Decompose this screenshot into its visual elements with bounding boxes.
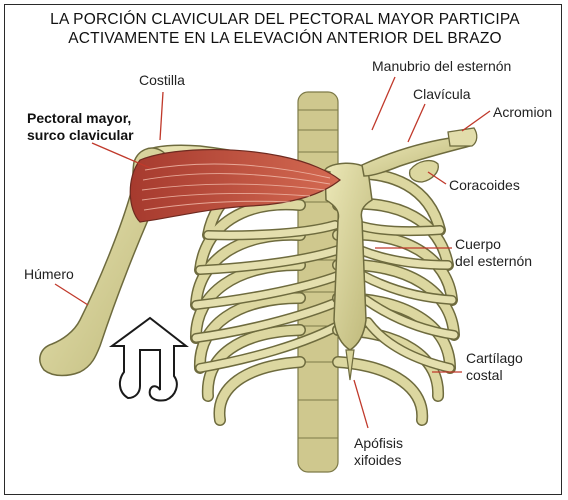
leader-humero xyxy=(55,284,88,305)
rotation-arrow-icon xyxy=(112,318,186,401)
label-acromion: Acromion xyxy=(493,104,552,120)
label-pectoral-line-1: Pectoral mayor, xyxy=(27,110,131,126)
label-costilla: Costilla xyxy=(139,72,185,88)
leader-costilla xyxy=(160,92,163,140)
label-cartilago-line-2: costal xyxy=(466,367,503,383)
label-cuerpo-line-2: del esternón xyxy=(455,253,532,269)
label-pectoral-line-2: surco clavicular xyxy=(27,127,134,143)
label-coracoides: Coracoides xyxy=(449,177,520,193)
label-apofisis-line-2: xifoides xyxy=(354,452,401,468)
label-humero: Húmero xyxy=(24,266,74,282)
coracoid xyxy=(410,161,439,182)
label-clavicula: Clavícula xyxy=(413,86,471,102)
leader-acromion xyxy=(462,111,490,131)
leader-manubrio xyxy=(372,77,395,130)
label-cuerpo-line-1: Cuerpo xyxy=(455,236,501,252)
label-cartilago-line-1: Cartílago xyxy=(466,350,523,366)
label-manubrio: Manubrio del esternón xyxy=(372,58,511,74)
label-apofisis-line-1: Apófisis xyxy=(354,435,403,451)
leader-clavicula xyxy=(408,104,425,142)
leader-apofisis xyxy=(354,380,368,428)
